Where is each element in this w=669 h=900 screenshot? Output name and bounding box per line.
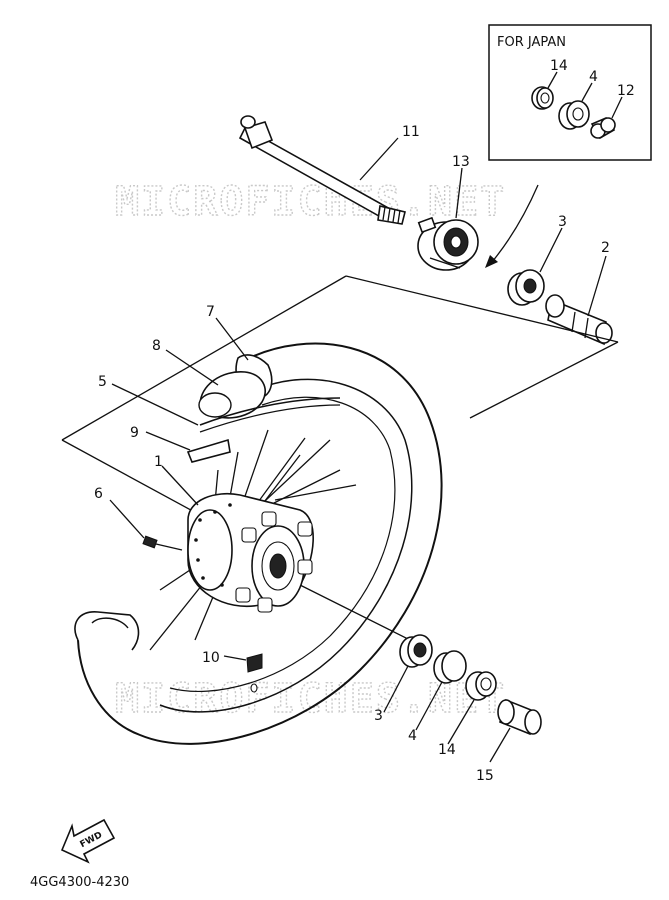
callout-6: 6: [94, 486, 103, 502]
part-9-valve: [186, 438, 231, 463]
inset-part-4-spacer: [558, 100, 590, 130]
callout-5: 5: [98, 374, 107, 390]
callout-9: 9: [130, 425, 139, 441]
part-1-hub: [187, 493, 314, 613]
inset-title: FOR JAPAN: [497, 35, 566, 50]
callout-1: 1: [154, 454, 163, 470]
callout-13: 13: [452, 154, 470, 170]
callout-3-top: 3: [558, 214, 567, 230]
watermark-top: MICROFICHES.NET: [115, 179, 506, 225]
callout-11: 11: [402, 124, 420, 140]
part-3-bearing-right: [507, 269, 545, 306]
part-5-rim-band: [199, 397, 341, 426]
callout-10: 10: [202, 650, 220, 666]
exploded-view-guide-lines: [61, 275, 619, 646]
part-10-valve-cap: [246, 653, 263, 693]
part-14-seal-bottom: [465, 671, 497, 701]
callout-7: 7: [206, 304, 215, 320]
part-6-spoke-nipple: [142, 535, 183, 551]
part-3-bearing-left: [399, 634, 433, 668]
callout-14-bottom: 14: [438, 742, 456, 758]
callout-2: 2: [601, 240, 610, 256]
forward-direction-arrow: FWD: [60, 818, 116, 864]
part-2-collar: [545, 294, 613, 346]
inset-part-12-collar: [590, 117, 616, 140]
callout-4-inset: 4: [589, 69, 598, 85]
diagram-code: 4GG4300-4230: [30, 875, 129, 890]
callout-12: 12: [617, 83, 635, 99]
part-4-spacer-bottom: [433, 650, 467, 684]
for-japan-inset: FOR JAPAN 14 4 12: [488, 24, 652, 161]
inset-part-14-seal: [531, 86, 554, 110]
inset-arrow: [491, 184, 539, 263]
inset-frame: [488, 24, 652, 161]
watermark-bottom: MICROFICHES.NET: [115, 676, 506, 722]
inset-arrow-head: [485, 255, 498, 268]
callout-4-bottom: 4: [408, 728, 417, 744]
part-15-collar: [497, 698, 542, 736]
callout-3-bottom: 3: [374, 708, 383, 724]
part-13-speedometer-gear-unit: [417, 216, 479, 271]
callout-8: 8: [152, 338, 161, 354]
callout-14-inset: 14: [550, 58, 568, 74]
part-11-axle: [238, 115, 406, 225]
callout-15: 15: [476, 768, 494, 784]
